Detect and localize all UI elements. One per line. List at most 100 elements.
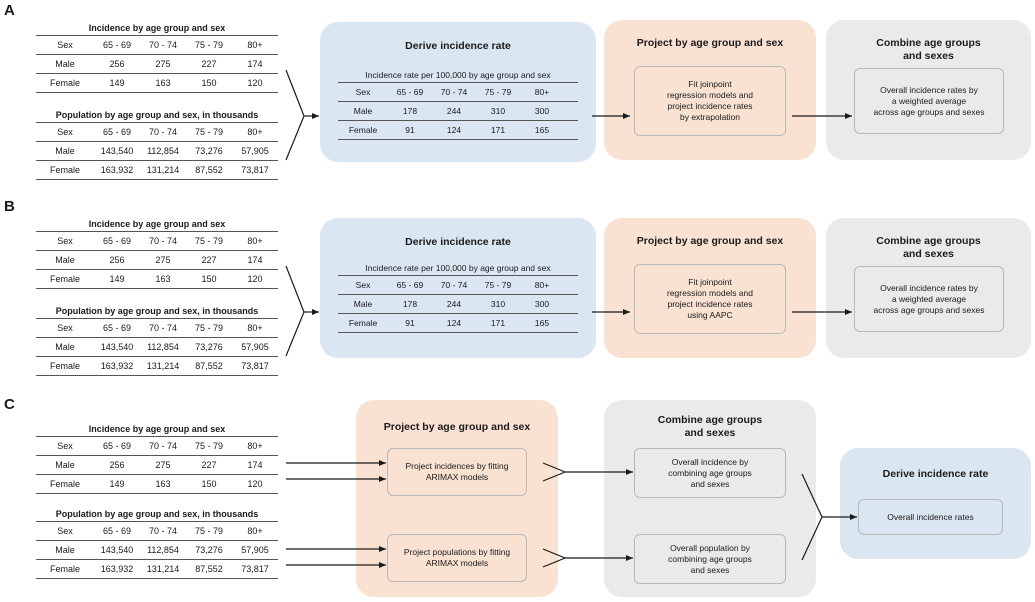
method-text-line: a weighted average <box>891 95 967 106</box>
combine-box-a: Combine age groups and sexes Overall inc… <box>826 20 1031 160</box>
table-cell: 124 <box>446 318 462 328</box>
header-cell: 70 - 74 <box>440 280 468 290</box>
method-text-line: by extrapolation <box>679 112 740 122</box>
method-text-line: Overall incidence by <box>671 456 749 467</box>
merge-connector-c-population <box>542 548 567 568</box>
header-cell: 65 - 69 <box>102 526 132 536</box>
table-cell: 149 <box>109 274 125 284</box>
table-cell: 73,817 <box>241 165 269 175</box>
table-cell: 112,854 <box>147 545 179 555</box>
project-title: Project by age group and sex <box>636 37 784 49</box>
combine-title: Combine age groups and sexes <box>826 37 1031 63</box>
table-cell: 73,276 <box>195 545 223 555</box>
method-text-line: project incidence rates <box>667 299 753 309</box>
header-cell: 80+ <box>534 280 550 290</box>
method-text-line: regression models and <box>667 90 753 100</box>
population-table-b: Population by age group and sex, in thou… <box>36 305 278 376</box>
table-header-row: Sex 65 - 69 70 - 74 75 - 79 80+ <box>36 35 278 54</box>
table-cell: 163 <box>155 274 171 284</box>
header-cell: 75 - 79 <box>484 280 512 290</box>
header-cell: Sex <box>57 441 73 451</box>
population-table-title: Population by age group and sex, in thou… <box>55 110 259 120</box>
header-cell: 70 - 74 <box>148 526 178 536</box>
rate-table-caption: Incidence rate per 100,000 by age group … <box>365 263 551 273</box>
method-text-line: project incidence rates <box>667 101 753 111</box>
table-cell: 163,932 <box>100 165 134 175</box>
combine-title: Combine age groups and sexes <box>604 414 816 440</box>
table-cell: Male <box>55 59 75 69</box>
table-cell: 165 <box>534 318 550 328</box>
table-cell: 120 <box>247 274 263 284</box>
table-row: Male 178 244 310 300 <box>338 294 578 313</box>
table-cell: 124 <box>446 125 462 135</box>
combine-title-line: Combine age groups <box>876 235 981 247</box>
derive-incidence-title: Derive incidence rate <box>405 40 511 52</box>
table-cell: Male <box>55 460 75 470</box>
table-cell: 57,905 <box>241 545 269 555</box>
table-cell: 300 <box>534 299 550 309</box>
project-incidence-box: Project incidences by fitting ARIMAX mod… <box>387 448 527 496</box>
header-cell: 75 - 79 <box>194 236 224 246</box>
table-cell: 256 <box>109 460 125 470</box>
table-cell: 275 <box>155 59 171 69</box>
derive-incidence-box-a: Derive incidence rate Incidence rate per… <box>320 22 596 162</box>
combine-title-line: and sexes <box>903 248 954 260</box>
table-cell: 73,817 <box>241 361 269 371</box>
method-text-line: ARIMAX models <box>425 472 489 482</box>
table-cell: 73,817 <box>241 564 269 574</box>
table-row: Female 163,932 131,214 87,552 73,817 <box>36 559 278 579</box>
header-cell: 70 - 74 <box>148 441 178 451</box>
merge-connector-b <box>285 265 305 357</box>
table-header-row: Sex 65 - 69 70 - 74 75 - 79 80+ <box>338 275 578 294</box>
method-text-line: a weighted average <box>891 293 967 304</box>
header-cell: 75 - 79 <box>194 40 224 50</box>
table-cell: 131,214 <box>146 165 180 175</box>
combine-method-box: Overall incidence rates by a weighted av… <box>854 266 1004 332</box>
header-cell: Sex <box>355 87 371 97</box>
header-cell: Sex <box>57 40 73 50</box>
table-cell: 120 <box>247 78 263 88</box>
population-table-title: Population by age group and sex, in thou… <box>55 509 259 519</box>
combine-title: Combine age groups and sexes <box>826 235 1031 261</box>
table-row: Male 143,540 112,854 73,276 57,905 <box>36 337 278 356</box>
table-cell: 131,214 <box>146 564 180 574</box>
derive-incidence-title: Derive incidence rate <box>882 468 989 480</box>
table-header-row: Sex 65 - 69 70 - 74 75 - 79 80+ <box>36 521 278 540</box>
combine-box-c: Combine age groups and sexes Overall inc… <box>604 400 816 597</box>
table-header-row: Sex 65 - 69 70 - 74 75 - 79 80+ <box>36 231 278 250</box>
method-text-line: Fit joinpoint <box>688 79 732 89</box>
table-cell: 178 <box>402 106 418 116</box>
table-cell: 143,540 <box>100 146 134 156</box>
table-cell: Female <box>49 361 80 371</box>
header-cell: 80+ <box>247 40 263 50</box>
table-cell: 227 <box>201 59 217 69</box>
header-cell: 80+ <box>247 236 263 246</box>
header-cell: Sex <box>57 236 73 246</box>
table-cell: 171 <box>490 318 506 328</box>
population-table-title: Population by age group and sex, in thou… <box>55 306 259 316</box>
derive-incidence-box-c: Derive incidence rate Overall incidence … <box>840 448 1031 559</box>
combine-method-box: Overall incidence rates by a weighted av… <box>854 68 1004 134</box>
header-cell: 80+ <box>247 526 263 536</box>
project-population-box: Project populations by fitting ARIMAX mo… <box>387 534 527 582</box>
population-table-a: Population by age group and sex, in thou… <box>36 109 278 180</box>
method-text-line: using AAPC <box>687 310 733 320</box>
incidence-rate-table-b: Incidence rate per 100,000 by age group … <box>338 261 578 333</box>
merge-connector-c-derive <box>801 473 823 561</box>
merge-connector-a <box>285 69 305 161</box>
method-text-line: combining age groups <box>668 467 752 478</box>
table-cell: 256 <box>109 255 125 265</box>
table-cell: 227 <box>201 255 217 265</box>
table-cell: Male <box>353 106 373 116</box>
table-row: Female 149 163 150 120 <box>36 474 278 494</box>
header-cell: 75 - 79 <box>194 526 224 536</box>
table-cell: 87,552 <box>195 564 223 574</box>
table-cell: 178 <box>402 299 418 309</box>
combine-title-line: and sexes <box>903 50 954 62</box>
table-header-row: Sex 65 - 69 70 - 74 75 - 79 80+ <box>36 318 278 337</box>
header-cell: 75 - 79 <box>194 323 224 333</box>
table-row: Male 143,540 112,854 73,276 57,905 <box>36 141 278 160</box>
table-cell: 87,552 <box>195 361 223 371</box>
project-title: Project by age group and sex <box>383 421 531 433</box>
